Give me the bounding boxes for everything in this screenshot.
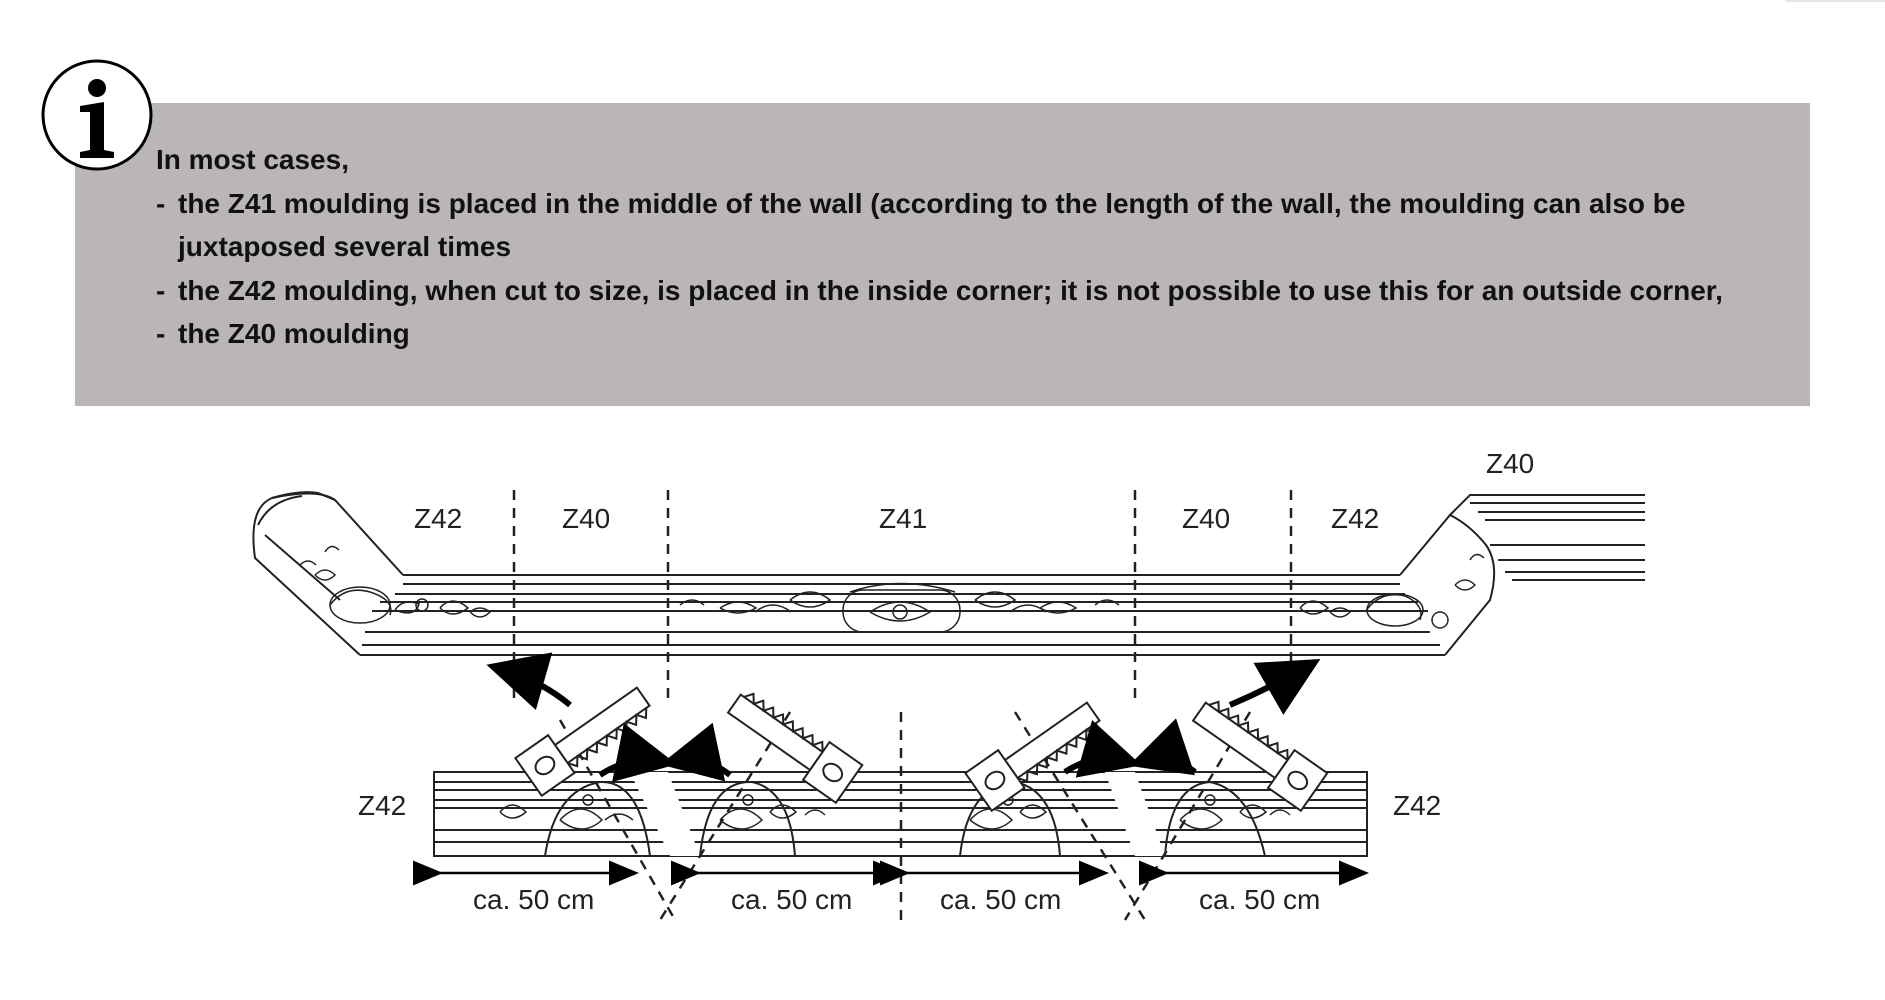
measurement-label: ca. 50 cm [1199,884,1320,915]
assembled-cornice [252,491,1645,656]
bullet-item-z42: - the Z42 moulding, when cut to size, is… [156,269,1806,313]
label-z40-top-left: Z40 [562,503,610,534]
info-icon [41,59,153,171]
measurement-label: ca. 50 cm [473,884,594,915]
saw-icon [726,692,864,805]
bullet-text: the Z40 moulding [178,318,410,349]
bullet-continuation: juxtaposed several times [178,231,512,262]
bullet-dash: - [156,187,166,219]
info-panel [75,103,1810,406]
label-z42-top-right: Z42 [1331,503,1379,534]
bullet-item-z41: - the Z41 moulding is placed in the midd… [156,182,1806,226]
label-z40-far-right: Z40 [1486,448,1534,479]
bullet-dash: - [156,318,166,349]
label-z40-top-right: Z40 [1182,503,1230,534]
curved-arrows [486,652,1321,783]
bullet-text: the Z42 moulding, when cut to size, is p… [178,274,1723,306]
bullet-item-z40: - the Z40 moulding [156,312,1806,356]
moulding-strip [433,771,1368,857]
info-text: In most cases, - the Z41 moulding is pla… [156,138,1806,356]
label-z42-bottom-right: Z42 [1393,790,1441,821]
measurement-label: ca. 50 cm [731,884,852,915]
saw-icon [513,686,651,798]
measurement-label: ca. 50 cm [940,884,1061,915]
saw-icon [1191,700,1329,813]
label-z42-bottom-left: Z42 [358,790,406,821]
top-edge-line [1785,0,1885,2]
label-z42-top-left: Z42 [414,503,462,534]
info-heading: In most cases, [156,144,349,175]
label-z41-top: Z41 [879,503,927,534]
bullet-dash: - [156,274,166,306]
bullet-text: the Z41 moulding is placed in the middle… [178,187,1686,219]
